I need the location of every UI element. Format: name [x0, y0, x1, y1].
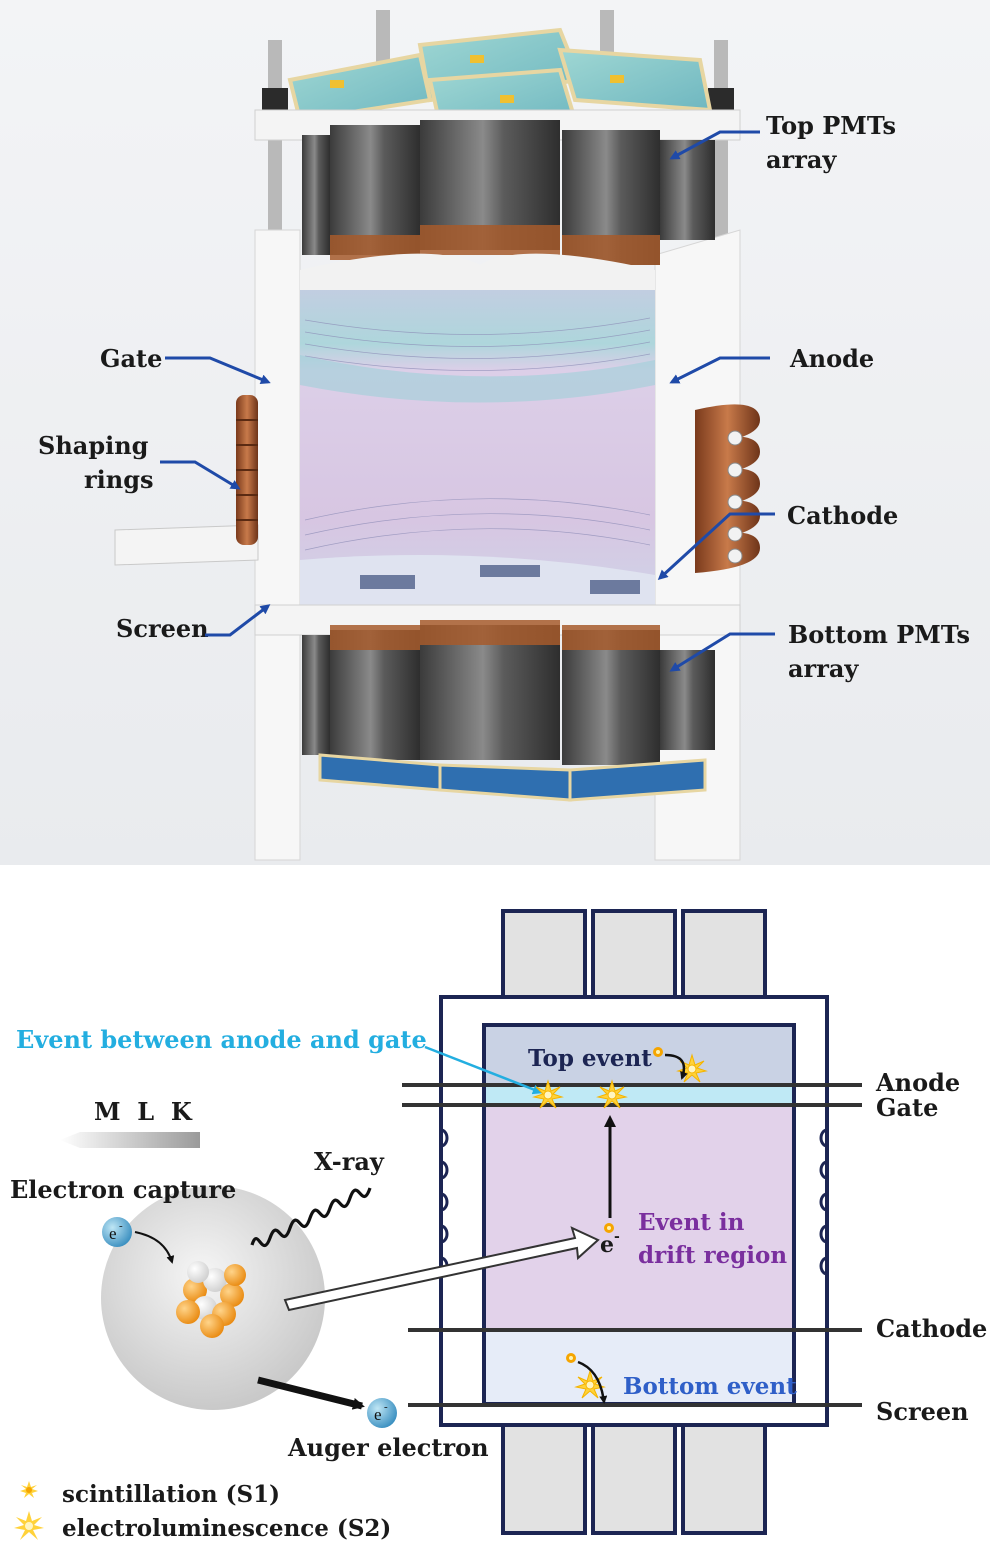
xray-wave [250, 1187, 372, 1248]
svg-text:-: - [614, 1229, 620, 1245]
s1-dot-icon [566, 1047, 663, 1363]
svg-text:array: array [788, 654, 859, 683]
drift-electron-symbol: e [600, 1232, 614, 1258]
legend-s1-icon [20, 1481, 38, 1498]
svg-text:Top PMTs: Top PMTs [766, 111, 896, 140]
label-shaping-rings: Shaping rings [38, 431, 241, 494]
bottom-pmt-box-2 [591, 1423, 677, 1535]
bottom-event-label: Bottom event [623, 1373, 797, 1400]
svg-text:Gate: Gate [100, 344, 162, 373]
top-event-label: Top event [528, 1045, 652, 1072]
bottom-pmts [302, 620, 715, 765]
shell-gradient-arrow [60, 1132, 200, 1148]
drift-event-label-1: Event in [638, 1209, 745, 1236]
auger-electron-label: Auger electron [287, 1433, 489, 1462]
svg-text:Bottom PMTs: Bottom PMTs [788, 620, 970, 649]
svg-text:e: e [374, 1405, 382, 1424]
svg-text:array: array [766, 145, 837, 174]
gas-region [484, 1025, 794, 1085]
svg-text:Screen: Screen [116, 614, 209, 643]
schematic-label-gate: Gate [876, 1093, 938, 1122]
top-pmt-box-1 [501, 909, 587, 999]
label-bottom-pmts: Bottom PMTs array [669, 620, 970, 683]
interaction-arrow [283, 1226, 600, 1312]
nucleus [176, 1261, 246, 1338]
schematic-label-anode: Anode [875, 1068, 960, 1097]
top-pcb-boards [287, 27, 713, 128]
label-screen: Screen [116, 604, 271, 643]
bottom-pmt-box-3 [681, 1423, 767, 1535]
tpc-schematic [402, 909, 862, 1535]
svg-text:Shaping: Shaping [38, 431, 149, 460]
detector-rendering [0, 0, 990, 865]
shells-label: M L K [94, 1097, 193, 1126]
event-between-label: Event between anode and gate [16, 1025, 427, 1054]
drift-region [484, 1105, 794, 1330]
captured-electron-icon [102, 1217, 132, 1247]
label-anode: Anode [669, 344, 874, 384]
svg-text:-: - [384, 1401, 388, 1413]
bottom-pcb-boards [318, 753, 707, 802]
xray-label: X-ray [314, 1147, 385, 1176]
shaping-rings-left [236, 395, 258, 545]
shaping-rings-right [695, 404, 760, 573]
auger-electron-icon [367, 1398, 397, 1428]
top-pmts [302, 120, 715, 265]
svg-text:-: - [119, 1220, 123, 1232]
schematic-label-cathode: Cathode [876, 1314, 987, 1343]
label-gate: Gate [100, 344, 271, 384]
legend-s2-icon [14, 1511, 44, 1540]
svg-text:rings: rings [84, 465, 154, 494]
drift-event-label-2: drift region [638, 1242, 787, 1269]
s2-flash-icon [532, 1053, 708, 1399]
bottom-pmt-box-1 [501, 1423, 587, 1535]
schematic-label-screen: Screen [876, 1397, 969, 1426]
top-pmt-box-3 [681, 909, 767, 999]
svg-text:Anode: Anode [789, 344, 874, 373]
anode-gate-gap [484, 1085, 794, 1105]
legend-s1-label: scintillation (S1) [62, 1481, 280, 1508]
bottom-region [484, 1330, 794, 1404]
legend-s2-label: electroluminescence (S2) [62, 1515, 391, 1542]
label-top-pmts: Top PMTs array [669, 111, 896, 174]
shaping-rings-right-schematic [819, 1128, 828, 1276]
label-cathode: Cathode [657, 501, 898, 581]
svg-text:Cathode: Cathode [787, 501, 898, 530]
electron-capture-label: Electron capture [10, 1175, 236, 1204]
drift-volume [300, 253, 655, 605]
legend: scintillation (S1) electroluminescence (… [14, 1481, 391, 1542]
top-pmt-box-2 [591, 909, 677, 999]
captured-electron-symbol: e [109, 1224, 117, 1243]
